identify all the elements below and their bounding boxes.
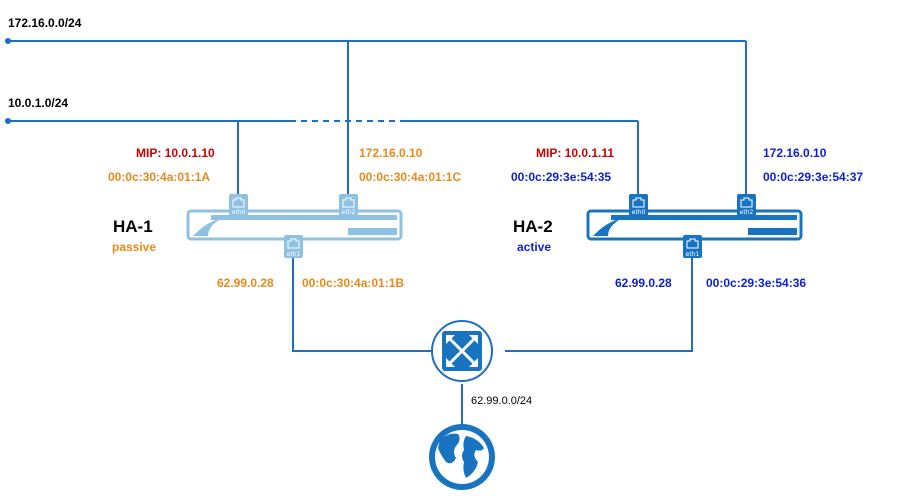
wan-network-label: 62.99.0.0/24 [471, 395, 533, 407]
network-172-label: 172.16.0.0/24 [8, 16, 82, 30]
wan-links [292, 258, 693, 425]
ha1-eth1-ip: 62.99.0.28 [217, 276, 274, 290]
ha1-eth2-mac: 00:0c:30:4a:01:1C [359, 170, 462, 184]
ha2-eth1-port-icon[interactable]: eth1 [683, 235, 702, 258]
ha2-eth2-ip: 172.16.0.10 [763, 146, 827, 160]
ha2-state: active [517, 240, 552, 254]
ha2-eth1-label: eth1 [686, 251, 700, 258]
barracuda-logo-icon [593, 218, 622, 236]
ha2-eth0-mac: 00:0c:29:3e:54:35 [511, 170, 612, 184]
ha1-eth1-mac: 00:0c:30:4a:01:1B [302, 276, 405, 290]
ha1-mip-label: MIP: 10.0.1.10 [136, 146, 215, 160]
ha1-state: passive [112, 240, 157, 254]
ha1-eth2-ip: 172.16.0.10 [359, 146, 423, 160]
ha1-eth2-port-icon[interactable]: eth2 [339, 194, 358, 216]
ha1-name: HA-1 [113, 217, 153, 236]
globe-icon[interactable] [429, 424, 495, 490]
ha2-eth2-label: eth2 [740, 209, 754, 216]
ha2-mip-label: MIP: 10.0.1.11 [536, 146, 615, 160]
ha1-eth0-mac: 00:0c:30:4a:01:1A [108, 170, 211, 184]
network-10-label: 10.0.1.0/24 [8, 96, 69, 110]
switch-icon[interactable] [431, 320, 493, 382]
ha2-eth2-mac: 00:0c:29:3e:54:37 [763, 170, 864, 184]
ha2-eth1-mac: 00:0c:29:3e:54:36 [706, 276, 807, 290]
ha2-eth1-ip: 62.99.0.28 [615, 276, 672, 290]
ha1-eth0-port-icon[interactable]: eth0 [229, 194, 248, 216]
ha1-eth1-label: eth1 [287, 251, 301, 258]
ha2-eth0-port-icon[interactable]: eth0 [629, 194, 648, 216]
ha2-device[interactable] [586, 209, 803, 241]
network-10-bus [5, 118, 639, 194]
ha1-eth1-port-icon[interactable]: eth1 [284, 235, 303, 258]
ha2-name: HA-2 [513, 217, 553, 236]
ha2-eth0-label: eth0 [632, 209, 646, 216]
ha1-device[interactable] [186, 209, 403, 241]
network-172-bus [5, 38, 747, 194]
ha1-eth2-label: eth2 [342, 209, 356, 216]
ha2-eth2-port-icon[interactable]: eth2 [737, 194, 756, 216]
ha1-eth0-label: eth0 [232, 209, 246, 216]
barracuda-logo-icon [193, 218, 222, 236]
